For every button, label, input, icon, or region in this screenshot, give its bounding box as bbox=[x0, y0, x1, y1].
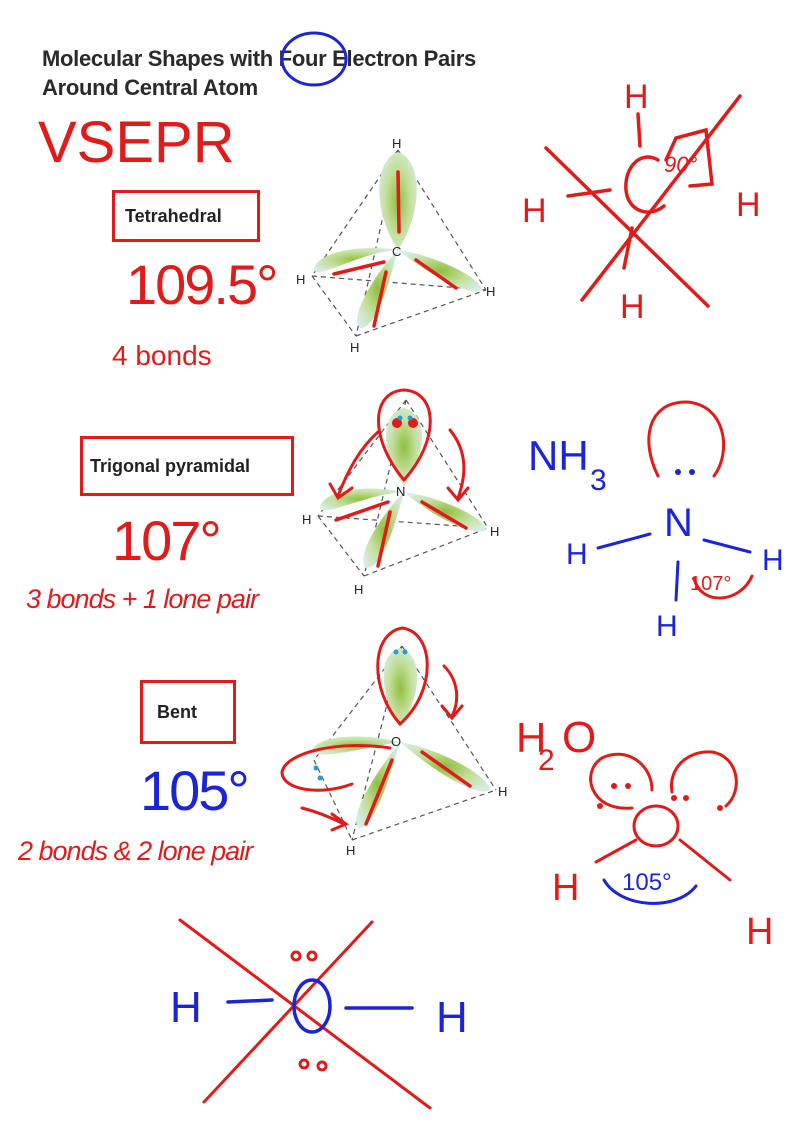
bent-center-o: O bbox=[391, 734, 401, 749]
water-h-right: H bbox=[746, 911, 773, 953]
ammonia-center-n: N bbox=[664, 501, 693, 545]
trig-h-left: H bbox=[302, 512, 311, 527]
four-highlight-circle bbox=[282, 33, 346, 85]
tetra-h-top: H bbox=[392, 136, 401, 151]
tetra-h-right: H bbox=[486, 284, 495, 299]
trig-h-right: H bbox=[490, 524, 499, 539]
trig-h-bottom: H bbox=[354, 582, 363, 597]
methane-h-top: H bbox=[624, 78, 649, 116]
ammonia-sketch: NH 3 N 107° H H H bbox=[528, 402, 784, 643]
methane-angle: 90° bbox=[664, 152, 697, 177]
ammonia-h-right: H bbox=[762, 544, 784, 577]
water-flat-h-left: H bbox=[170, 983, 202, 1032]
water-subscript: 2 bbox=[538, 744, 555, 777]
ammonia-h-bottom: H bbox=[656, 610, 678, 643]
methane-h-right: H bbox=[736, 186, 761, 224]
ammonia-subscript: 3 bbox=[590, 464, 607, 497]
water-h-left: H bbox=[552, 867, 579, 909]
methane-h-bottom: H bbox=[620, 288, 645, 326]
tetra-h-left: H bbox=[296, 272, 305, 287]
tetrahedral-diagram: H C H H H bbox=[296, 136, 495, 355]
tetra-center-c: C bbox=[392, 244, 401, 259]
ammonia-angle: 107° bbox=[690, 573, 731, 595]
tetra-h-bottom: H bbox=[350, 340, 359, 355]
bent-h-right: H bbox=[498, 784, 507, 799]
bent-diagram: O H H bbox=[282, 628, 507, 858]
trigonal-pyramidal-diagram: N H H H bbox=[302, 390, 499, 597]
water-angle: 105° bbox=[622, 869, 672, 896]
methane-sketch bbox=[546, 96, 740, 306]
water-flat-h-right: H bbox=[436, 993, 468, 1042]
water-flat-sketch: H H bbox=[170, 920, 468, 1108]
bent-h-bottom: H bbox=[346, 843, 355, 858]
water-formula-o: O bbox=[562, 713, 596, 762]
methane-h-left: H bbox=[522, 192, 547, 230]
water-sketch: H 2 O 105° H H bbox=[516, 713, 773, 953]
bent-ink bbox=[282, 628, 470, 830]
ammonia-h-left: H bbox=[566, 538, 588, 571]
trig-center-n: N bbox=[396, 484, 405, 499]
ammonia-formula: NH bbox=[528, 432, 589, 479]
